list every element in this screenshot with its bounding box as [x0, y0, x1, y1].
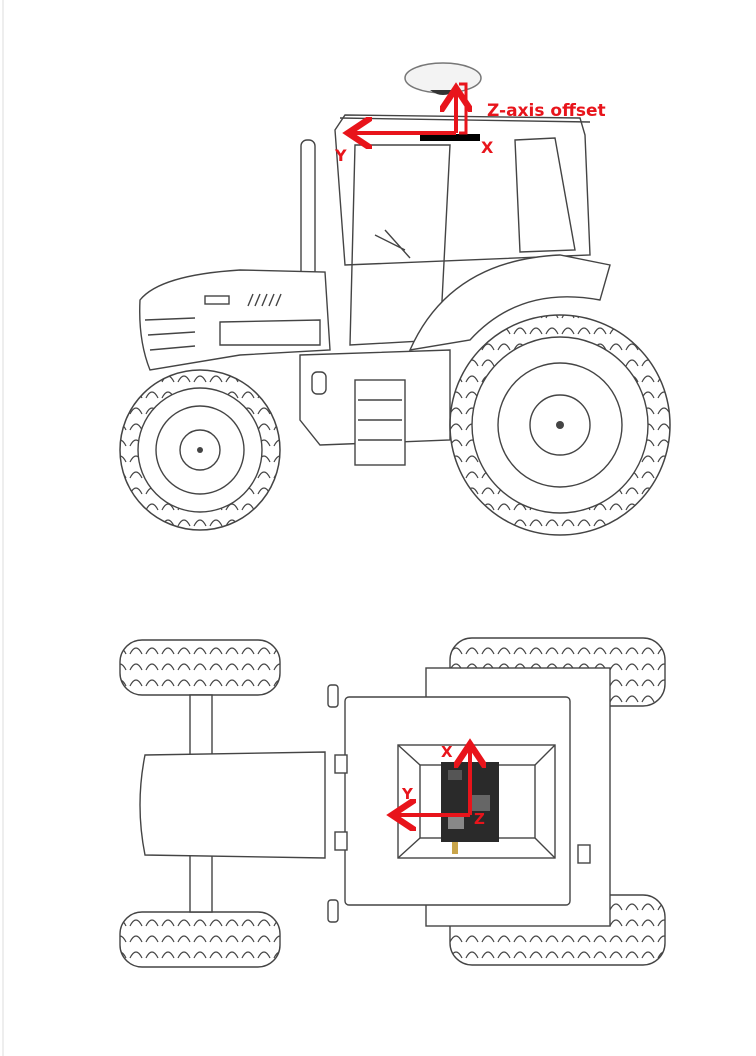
receiver-mount-bar — [420, 134, 480, 141]
y-axis-label: Y — [334, 146, 347, 165]
front-left-wheel — [119, 639, 281, 696]
rear-fender — [408, 254, 611, 351]
z-axis-label: Z — [474, 810, 485, 828]
exhaust-pipe — [300, 139, 316, 281]
front-right-wheel — [119, 911, 281, 968]
step-ladder — [354, 379, 406, 466]
z-axis-offset-label: Z-axis offset — [487, 101, 606, 121]
x-axis-label: X — [481, 138, 494, 157]
z-offset-bracket — [459, 82, 472, 135]
front-wheel-side — [119, 369, 281, 531]
hood — [139, 269, 331, 371]
x-axis-label: X — [441, 743, 453, 761]
hood-top — [139, 751, 326, 859]
y-axis-label: Y — [401, 785, 414, 803]
rear-wheel-side — [449, 314, 671, 536]
antenna-connector — [452, 842, 458, 854]
cab — [334, 114, 591, 346]
tractor-side-view: Z-axis offset X Y — [119, 62, 671, 536]
tractor-top-view: X Y Z — [119, 637, 666, 968]
gnss-antenna — [404, 62, 482, 94]
